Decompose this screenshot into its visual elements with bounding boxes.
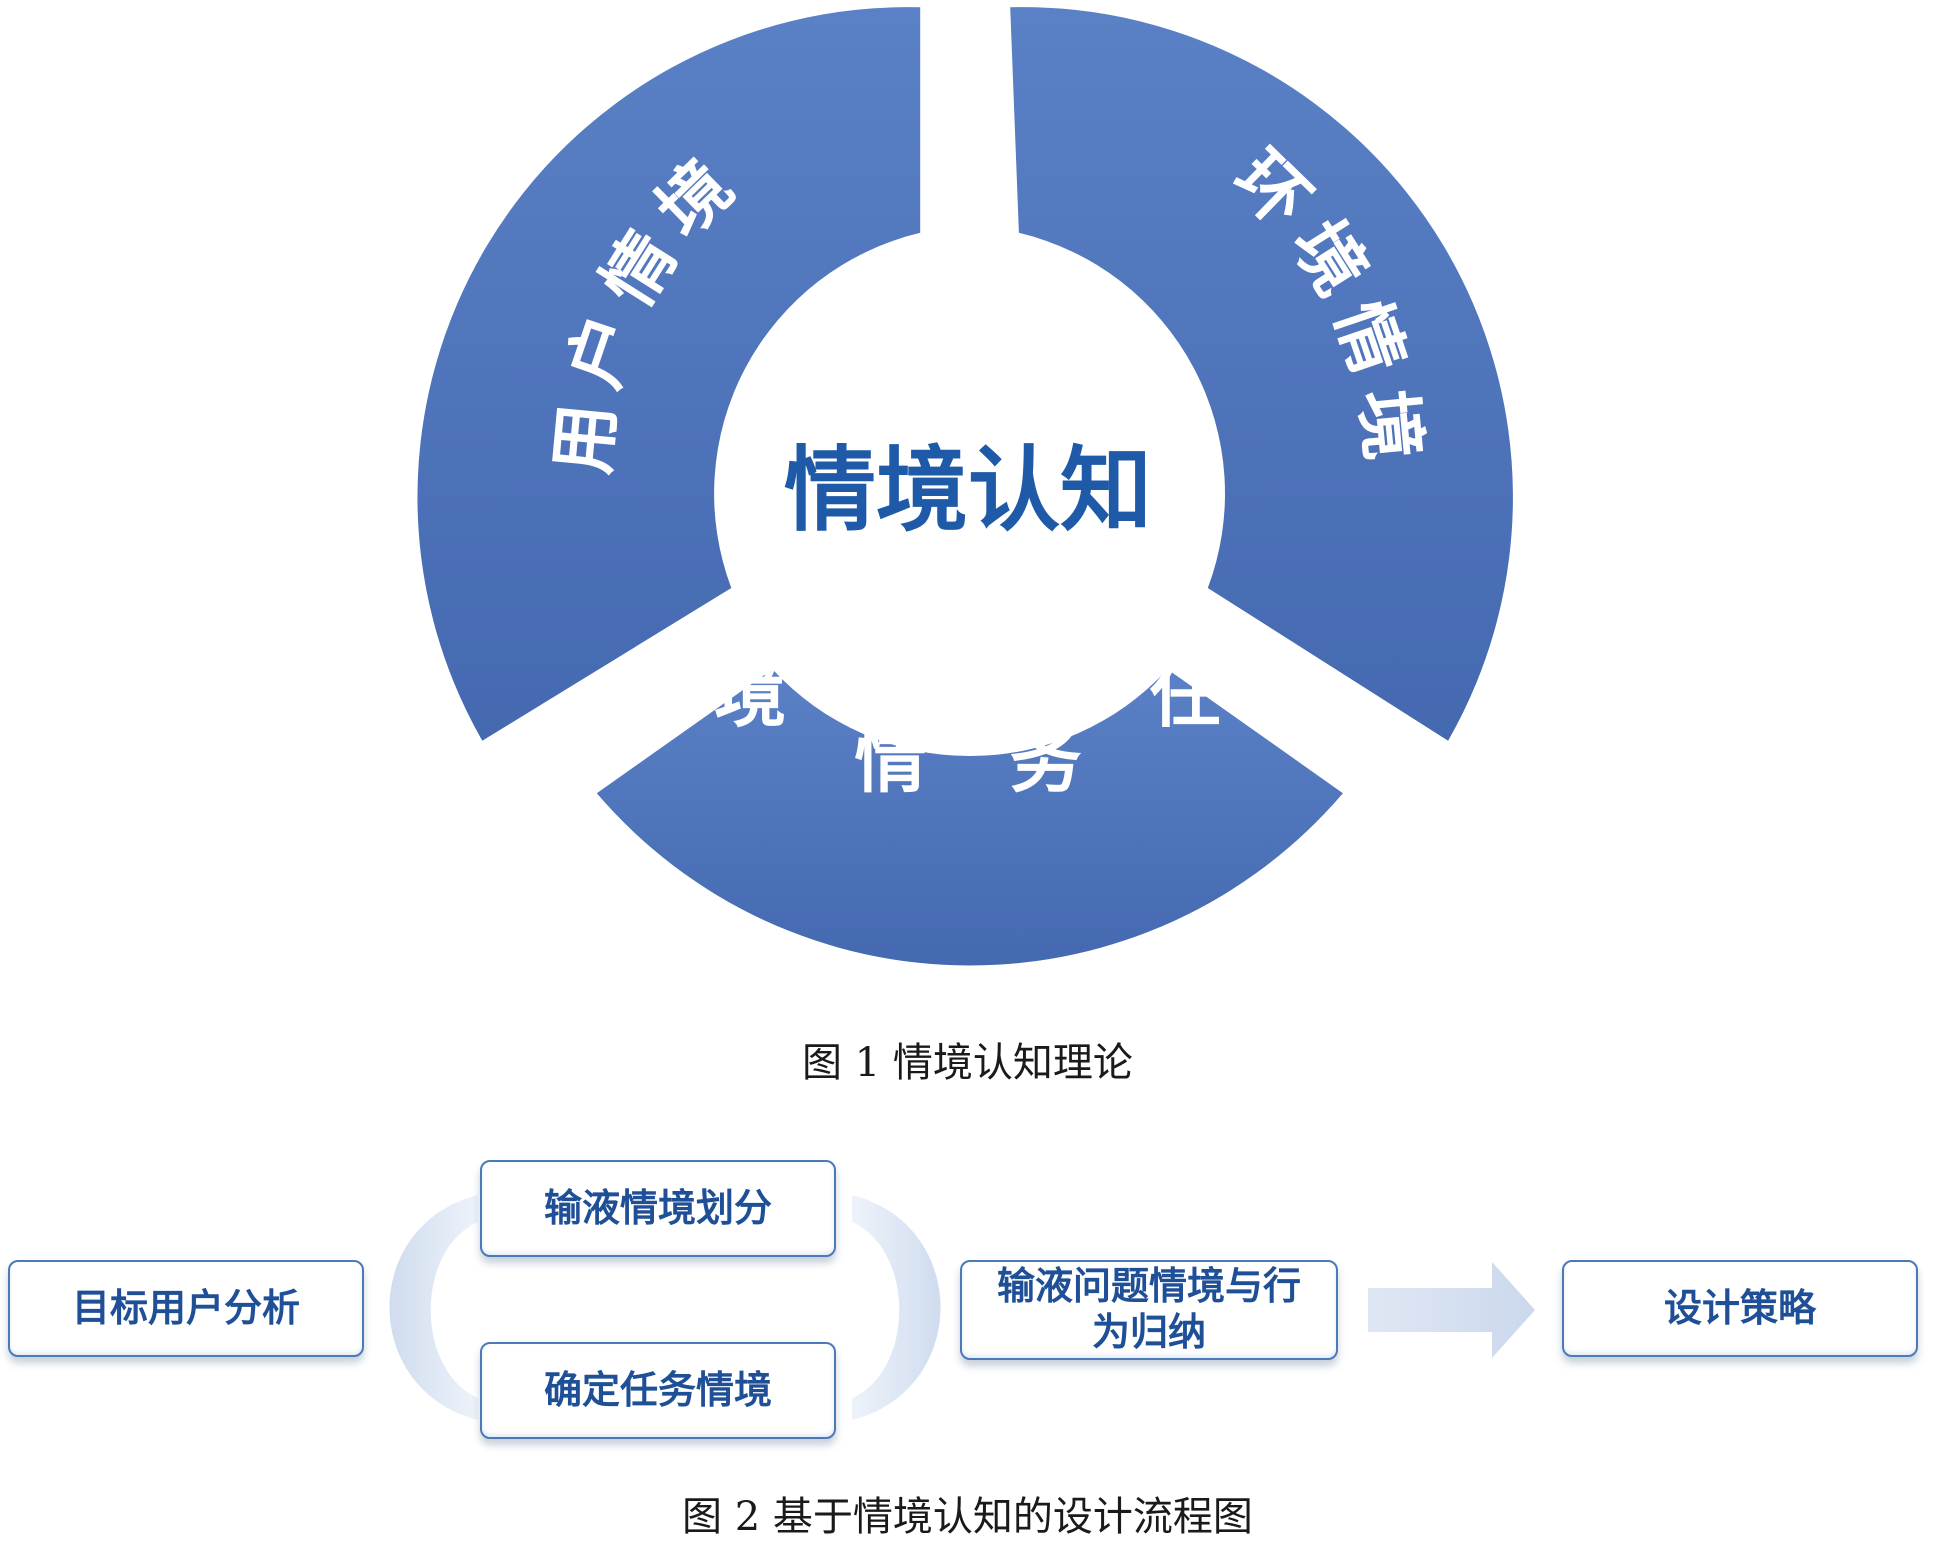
step-infusion-context-division: 输液情境划分 — [480, 1160, 836, 1257]
step-target-user-analysis: 目标用户分析 — [8, 1260, 364, 1357]
figure2-caption: 图 2 基于情境认知的设计流程图 — [682, 1494, 1253, 1540]
figure1-caption: 图 1 情境认知理论 — [802, 1040, 1133, 1086]
wheel-label-task-context-char: 务 — [1009, 719, 1081, 803]
wheel-segment-environment-context — [1010, 7, 1513, 741]
wheel-segment-task-context — [596, 669, 1343, 966]
wheel-label-task-context-char: 情 — [854, 719, 926, 803]
step-determine-task-context: 确定任务情境 — [480, 1342, 836, 1439]
wheel-segment-user-context — [417, 7, 921, 741]
step-design-strategy: 设计策略 — [1562, 1260, 1918, 1357]
wheel-center-label: 情境认知 — [784, 437, 1152, 544]
wheel-label-task-context: 任务情境 — [714, 653, 1222, 803]
wheel-label-task-context-char: 境 — [714, 653, 786, 737]
wheel-label-task-context-char: 任 — [1150, 653, 1222, 737]
step-problem-context-summary: 输液问题情境与行为归纳 — [960, 1260, 1338, 1360]
